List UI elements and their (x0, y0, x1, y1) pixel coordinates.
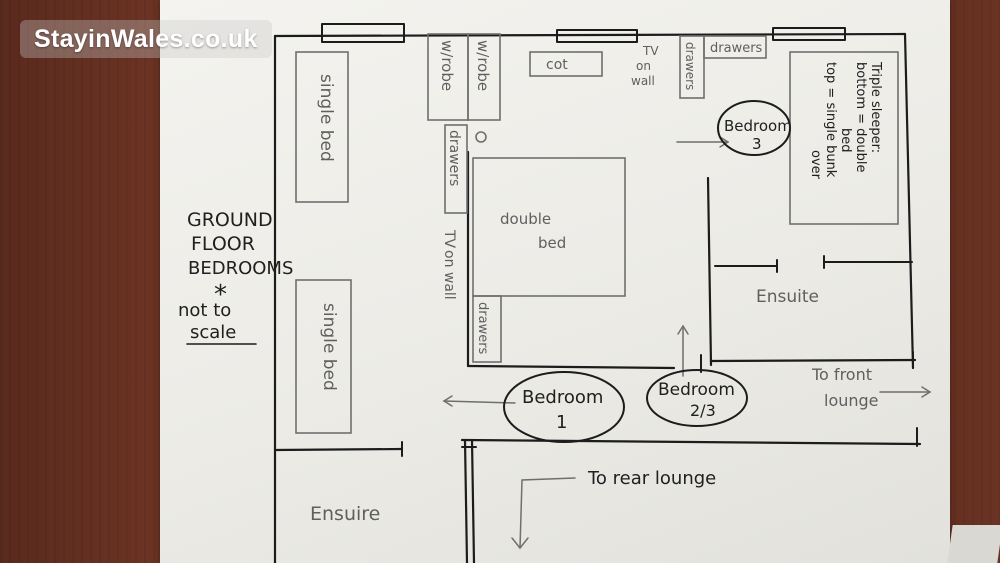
tv-left-line2: on wall (441, 250, 457, 300)
bedroom3-line2: 3 (752, 135, 762, 153)
single-bed-top-label: single bed (316, 74, 336, 162)
front-lounge-line2: lounge (824, 391, 879, 410)
drawers-lower-label: drawers (475, 302, 490, 355)
corridor-left-wall (470, 438, 476, 563)
bedroom3-circle (717, 100, 791, 156)
ensuite-left-label: Ensuire (310, 503, 380, 525)
window-middle (556, 29, 638, 43)
cot-outline (529, 51, 603, 77)
drawers-top-outline (703, 35, 767, 59)
bedroom1-line1: Bedroom (522, 387, 603, 408)
triple-line4: top = single bunk (823, 62, 838, 178)
triple-sleeper-outline (789, 51, 899, 225)
front-lounge-line1: To front (811, 365, 872, 384)
bedroom1-lower-wall (466, 364, 676, 370)
triple-line1: Triple sleeper: (868, 61, 883, 153)
single-bed-top-outline (295, 51, 349, 203)
rear-lounge-label: To rear lounge (587, 468, 716, 489)
ensuite-left-wall (706, 176, 713, 367)
single-bed-bottom-label: single bed (319, 303, 339, 391)
arrows (442, 136, 932, 550)
tv-top-line2: on (636, 59, 651, 73)
bedroom1-line2: 1 (556, 412, 567, 433)
arrow-rear-lounge (519, 477, 576, 549)
bedroom23-line1: Bedroom (658, 380, 735, 400)
drawers-top-label: drawers (710, 41, 763, 56)
corridor-lower-wall (460, 438, 922, 446)
drawers-left-outline (444, 124, 468, 214)
arrow-bedroom1 (443, 400, 516, 404)
tv-top-line1: TV (642, 44, 659, 58)
wrobe-knob (475, 131, 487, 143)
ensuite-right-wall (463, 438, 469, 563)
bedroom23-circle (646, 369, 748, 427)
ensuite-lower-wall (709, 358, 917, 363)
title-line2: FLOOR (191, 233, 255, 255)
wrobe-a-label: w/robe (438, 40, 456, 91)
double-bed-outline (472, 157, 626, 297)
walls (273, 23, 922, 563)
single-bed-bottom-outline (295, 279, 352, 434)
bedroom1-circle (503, 371, 625, 443)
title-line1: GROUND (187, 209, 273, 231)
drawers-left-label: drawers (446, 130, 462, 186)
drawers-vertical-label: drawers (683, 42, 697, 90)
double-bed-line1: double (500, 210, 551, 228)
title-asterisk: * (214, 280, 227, 310)
wrobe-b-label: w/robe (474, 40, 492, 91)
cot-label: cot (546, 57, 568, 73)
window-right (772, 27, 846, 41)
bedroom23-line2: 2/3 (690, 401, 716, 420)
wrobe-b-outline (467, 33, 501, 121)
double-bed-line2: bed (538, 234, 566, 252)
lower-ensuite-top-wall (273, 447, 404, 452)
drawers-lower-outline (472, 295, 502, 363)
top-wall (273, 32, 907, 38)
title-note2: scale (190, 322, 236, 343)
window-left (321, 23, 405, 43)
watermark-logo: StayinWales.co.uk (20, 20, 272, 58)
furniture (295, 33, 899, 434)
title-line3: BEDROOMS (188, 258, 293, 279)
tv-left-line1: TV (441, 229, 457, 249)
bedroom3-line1: Bedroom (724, 117, 792, 135)
ensuite-right-label: Ensuite (756, 287, 819, 307)
drawers-vertical-outline (679, 35, 705, 99)
triple-line3: bed (838, 128, 853, 153)
title-note1: not to (178, 300, 231, 321)
triple-line5: over (808, 150, 823, 180)
tv-top-line3: wall (631, 74, 655, 88)
paper-sheet (160, 0, 950, 563)
right-wall (903, 32, 915, 370)
triple-line2: bottom = double (853, 62, 868, 172)
